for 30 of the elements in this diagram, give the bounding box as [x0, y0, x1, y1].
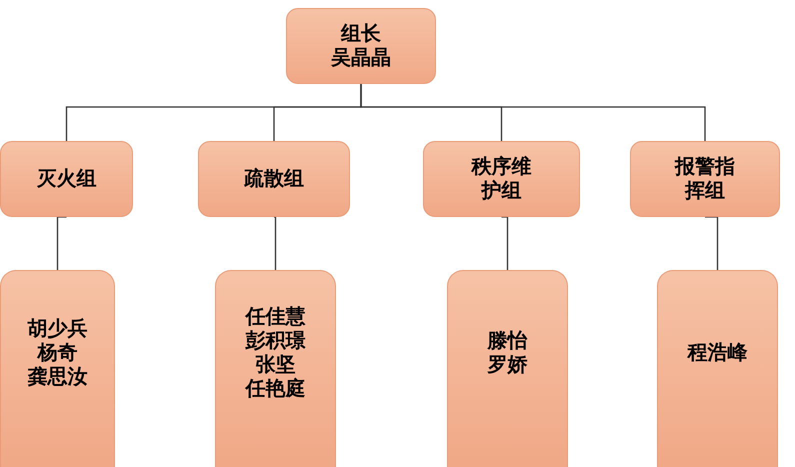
connector-line — [56, 216, 68, 270]
node-label: 滕怡 — [488, 329, 528, 353]
node-label: 疏散组 — [244, 167, 304, 191]
node-label: 报警指挥组 — [674, 155, 736, 203]
member-box — [215, 270, 336, 467]
node-label: 龚思汝 — [28, 365, 88, 389]
group-box — [286, 8, 436, 84]
member-box — [0, 270, 115, 467]
connector-line — [500, 216, 508, 270]
node-label: 张坚 — [256, 353, 296, 377]
node-label: 灭火组 — [36, 167, 96, 191]
group-box — [423, 141, 580, 217]
member-box — [447, 270, 568, 467]
node-label: 组长 — [341, 22, 381, 46]
node-label: 彭积璟 — [246, 329, 306, 353]
group-box — [198, 141, 350, 217]
node-label: 吴晶晶 — [331, 46, 391, 70]
connector-line — [273, 216, 276, 270]
node-label: 程浩峰 — [688, 341, 748, 365]
node-label: 胡少兵 — [28, 317, 88, 341]
connector-line — [360, 84, 706, 141]
group-box — [630, 141, 780, 217]
node-label: 任艳庭 — [246, 377, 306, 401]
node-label: 秩序维护组 — [470, 155, 532, 203]
group-box — [0, 141, 133, 217]
node-label: 罗娇 — [488, 353, 528, 377]
connector-line — [704, 216, 718, 270]
node-label: 任佳慧 — [246, 305, 306, 329]
node-label: 杨奇 — [38, 341, 78, 365]
member-box — [657, 270, 778, 467]
